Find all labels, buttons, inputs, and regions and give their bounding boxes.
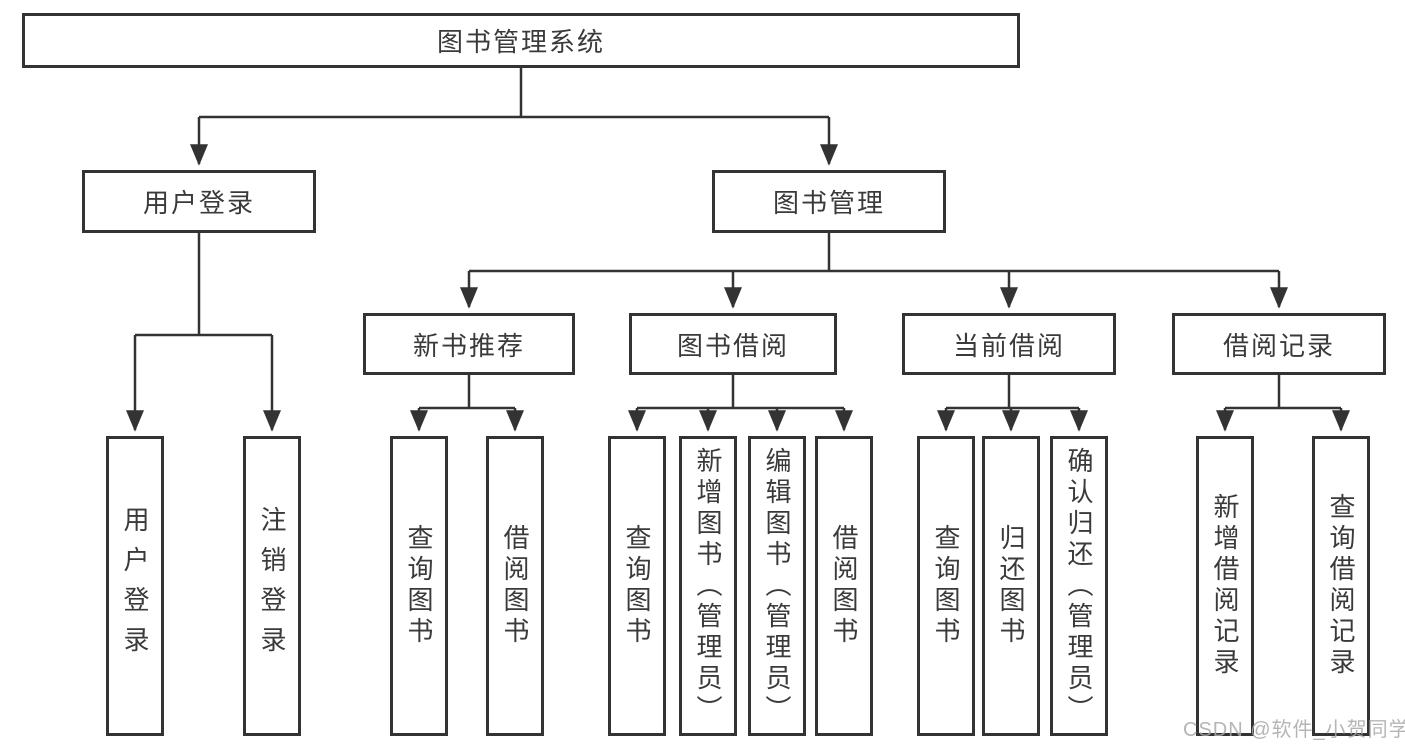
connector-book-mgmt [469,233,1279,273]
node-book-borrow: 图书借阅 [629,313,837,375]
leaf-borrow-borrow: 借阅图书 [815,436,873,736]
leaf-newbooks-query: 查询图书 [390,436,448,736]
leaf-label: 用户登录 [120,506,150,666]
node-current-borrow: 当前借阅 [902,313,1116,375]
connector-new-books [419,375,515,410]
leaf-label: 查询图书 [622,524,652,648]
leaf-logout: 注销登录 [243,436,301,736]
connector-book-borrow [637,375,844,410]
leaf-label: 编辑图书（管理员） [762,446,792,726]
leaf-user-login: 用户登录 [106,436,164,736]
connector-borrow-records [1225,375,1341,410]
leaf-borrow-edit-admin: 编辑图书（管理员） [748,436,806,736]
connector-user-login [135,233,272,337]
leaf-records-query: 查询借阅记录 [1312,436,1370,736]
node-root: 图书管理系统 [22,13,1020,68]
leaf-label: 归还图书 [996,524,1026,648]
leaf-current-query: 查询图书 [917,436,975,736]
leaf-records-add: 新增借阅记录 [1196,436,1254,736]
leaf-label: 借阅图书 [500,524,530,648]
node-new-books: 新书推荐 [363,313,575,375]
node-user-login: 用户登录 [82,170,316,233]
leaf-borrow-add-admin: 新增图书（管理员） [679,436,737,736]
connector-root-level2 [199,68,829,119]
leaf-newbooks-borrow: 借阅图书 [486,436,544,736]
leaf-label: 确认归还（管理员） [1064,446,1094,726]
leaf-label: 新增借阅记录 [1210,493,1240,679]
leaf-label: 注销登录 [257,506,287,666]
leaf-current-confirm-admin: 确认归还（管理员） [1050,436,1108,736]
leaf-label: 查询图书 [404,524,434,648]
node-book-mgmt: 图书管理 [712,170,946,233]
leaf-borrow-query: 查询图书 [608,436,666,736]
leaf-label: 新增图书（管理员） [693,446,723,726]
node-borrow-records: 借阅记录 [1172,313,1386,375]
connector-current-borrow [946,375,1079,410]
leaf-label: 借阅图书 [829,524,859,648]
csdn-watermark: CSDN @软件_小贺同学 [1183,719,1405,741]
leaf-label: 查询图书 [931,524,961,648]
leaf-current-return: 归还图书 [982,436,1040,736]
leaf-label: 查询借阅记录 [1326,493,1356,679]
